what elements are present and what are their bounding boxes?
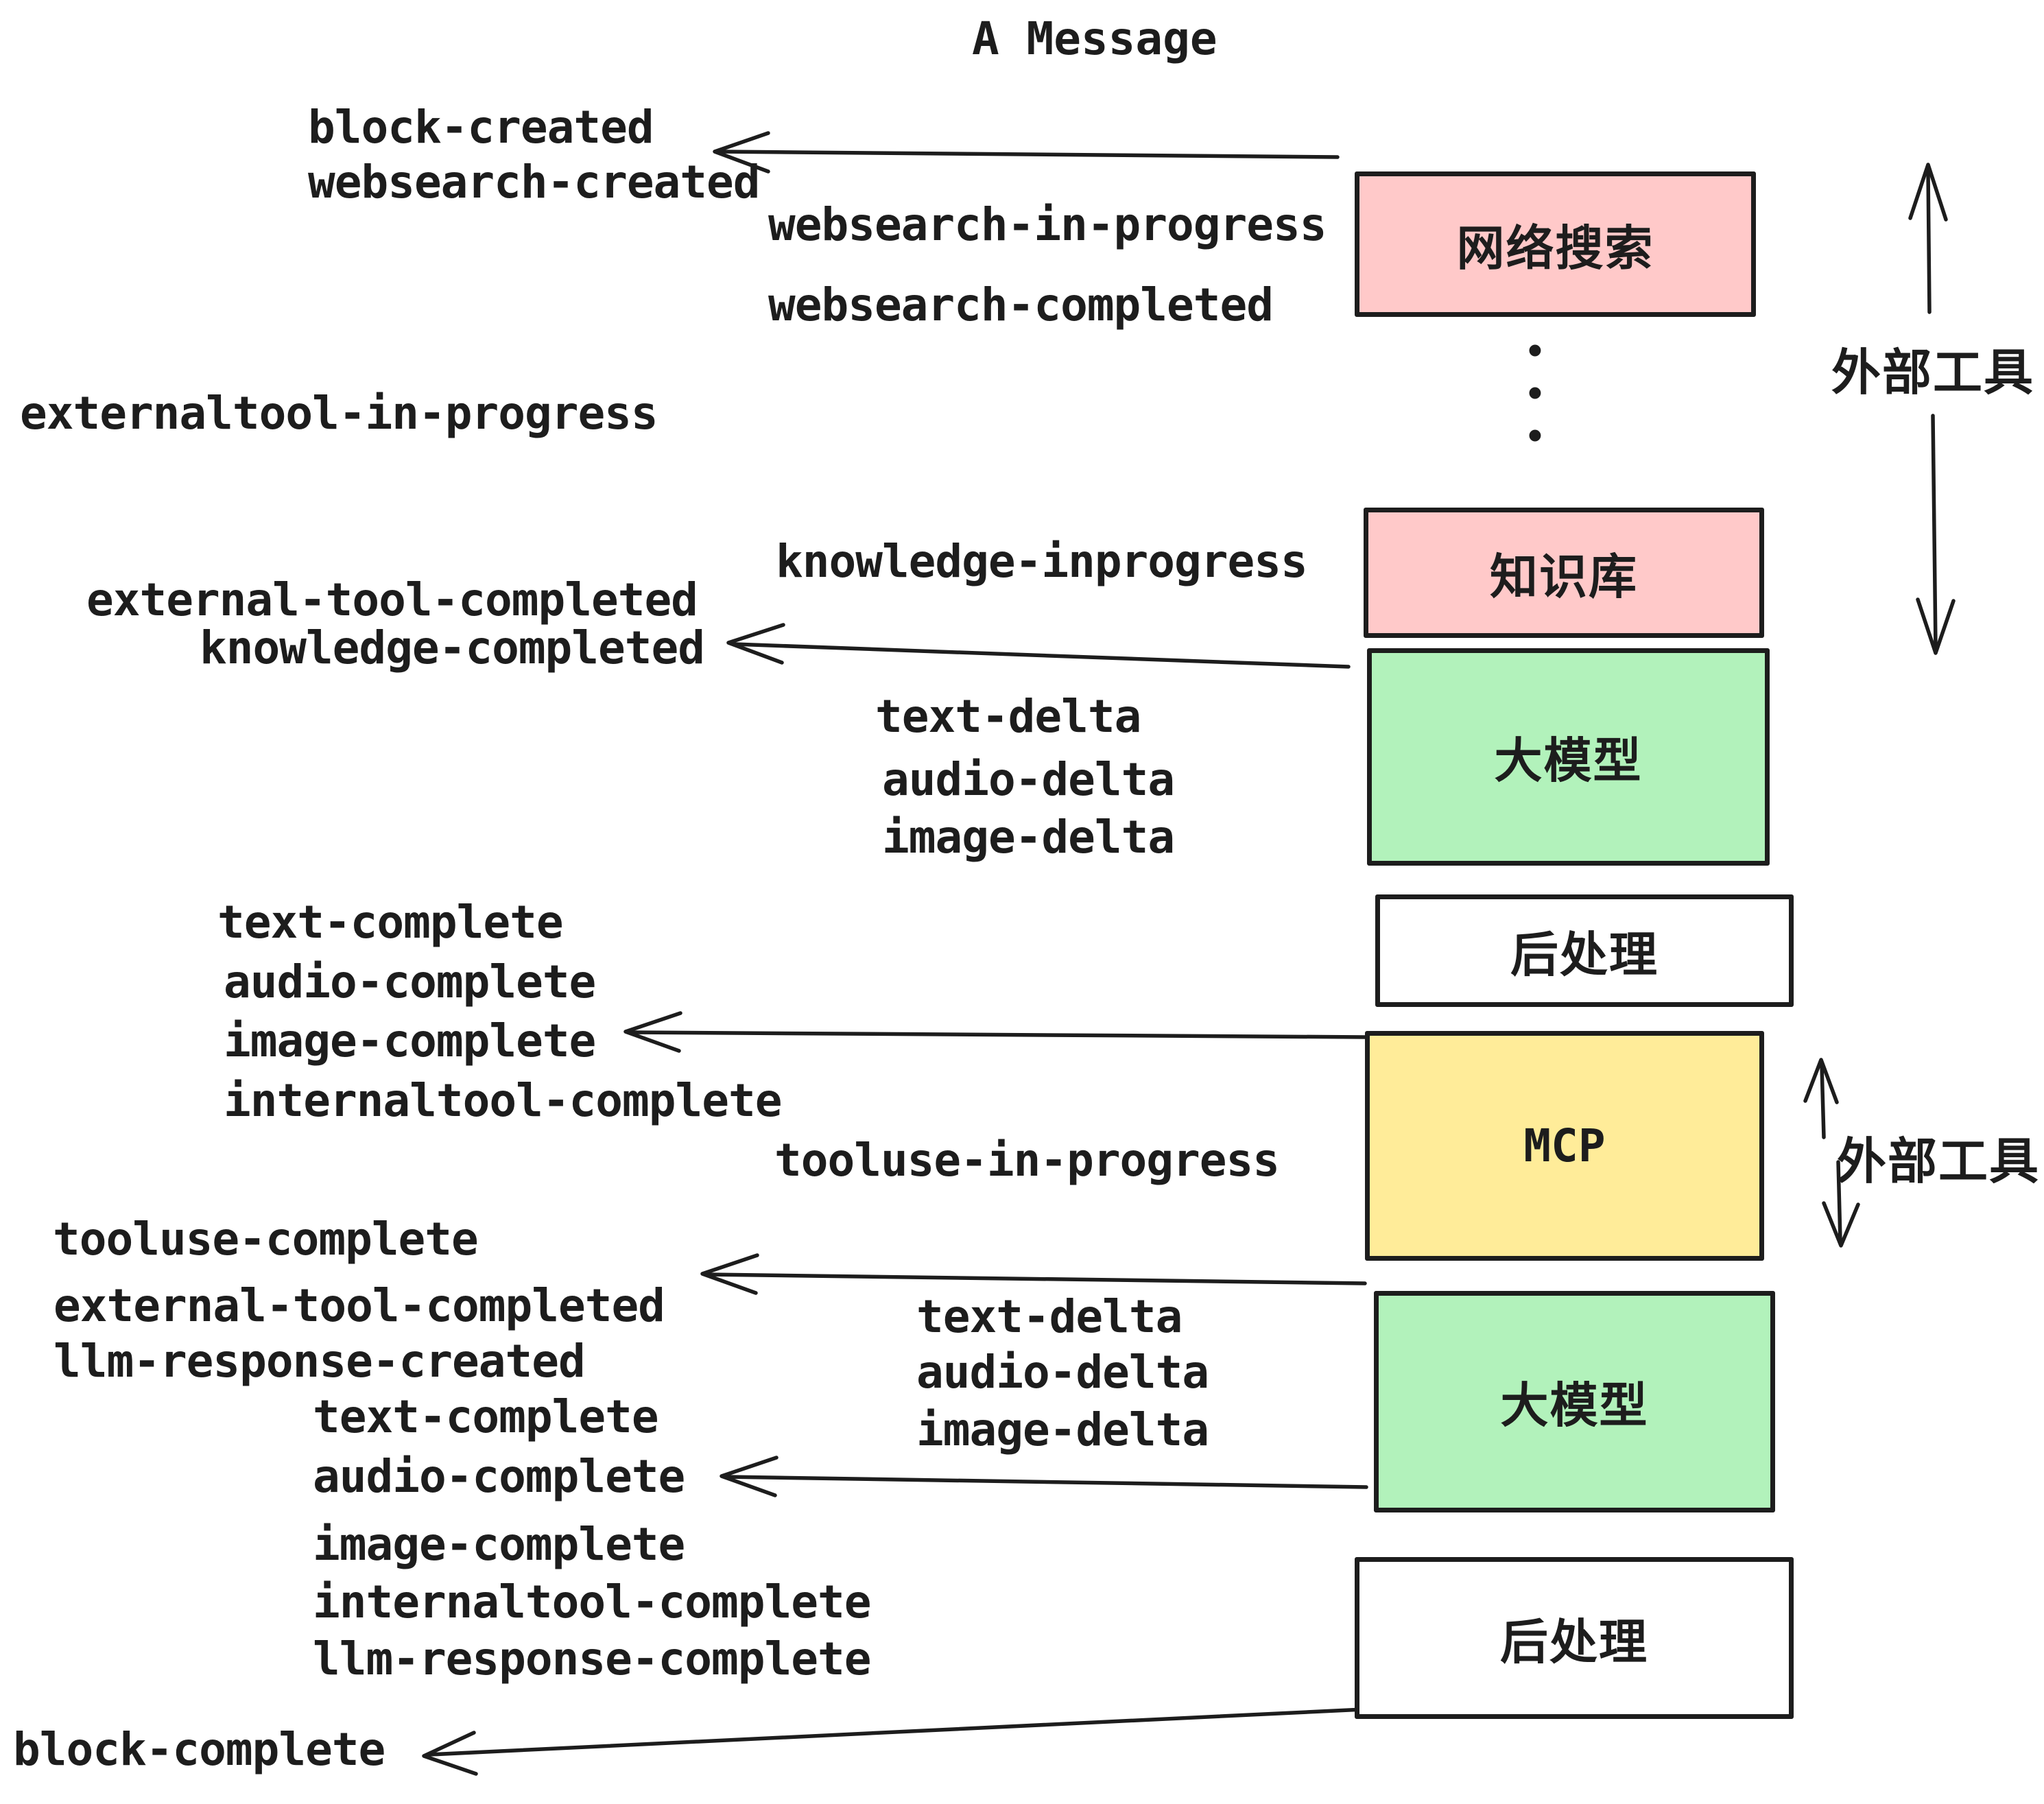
external-tools-label-top: 外部工具 xyxy=(1831,346,2035,401)
event-internaltool-complete-1: internaltool-complete xyxy=(224,1074,782,1127)
event-text-delta-1: text-delta xyxy=(875,690,1141,743)
event-external-tool-completed-2: external-tool-completed xyxy=(54,1279,665,1332)
event-audio-delta-2: audio-delta xyxy=(916,1346,1209,1399)
event-websearch-in-progress: websearch-in-progress xyxy=(768,198,1327,251)
llm-box-bottom: 大模型 xyxy=(1374,1291,1775,1512)
llm-box-top: 大模型 xyxy=(1367,648,1770,866)
event-audio-delta-1: audio-delta xyxy=(882,753,1175,806)
event-internaltool-complete-2: internaltool-complete xyxy=(313,1576,871,1628)
arrow-tooluse-complete xyxy=(700,1253,1367,1295)
vertical-ellipsis: • • • xyxy=(1525,333,1545,456)
websearch-box: 网络搜索 xyxy=(1355,171,1756,317)
event-audio-complete-1: audio-complete xyxy=(224,956,596,1008)
event-llm-response-complete: llm-response-complete xyxy=(313,1633,871,1685)
arrow-block-created xyxy=(713,131,1340,174)
event-image-complete-2: image-complete xyxy=(313,1518,685,1571)
knowledge-box-label: 知识库 xyxy=(1490,549,1638,604)
event-image-delta-1: image-delta xyxy=(882,811,1175,864)
arrow-image-complete xyxy=(623,1011,1368,1053)
event-image-complete-1: image-complete xyxy=(224,1014,596,1067)
mcp-box-label: MCP xyxy=(1523,1119,1606,1172)
diagram-title: A Message xyxy=(972,12,1217,65)
event-knowledge-inprogress: knowledge-inprogress xyxy=(776,535,1308,588)
event-text-complete-2: text-complete xyxy=(313,1390,659,1443)
event-block-created: block-created xyxy=(308,101,654,154)
postprocess-box-top: 后处理 xyxy=(1375,894,1794,1007)
knowledge-box: 知识库 xyxy=(1364,508,1764,638)
event-block-complete: block-complete xyxy=(13,1723,385,1776)
arrow-external-tools-up-top xyxy=(1908,163,1948,314)
event-tooluse-complete: tooluse-complete xyxy=(53,1213,479,1266)
postprocess-box-bottom: 后处理 xyxy=(1355,1557,1794,1719)
arrow-block-complete xyxy=(422,1707,1366,1776)
mcp-box: MCP xyxy=(1365,1031,1764,1261)
event-text-complete-1: text-complete xyxy=(217,896,564,949)
arrow-audio-complete xyxy=(720,1456,1368,1497)
arrow-external-tools-up-bottom xyxy=(1803,1058,1839,1139)
event-audio-complete-2: audio-complete xyxy=(313,1450,685,1503)
event-externaltool-in-progress: externaltool-in-progress xyxy=(20,387,658,440)
event-external-tool-completed-1: external-tool-completed xyxy=(86,573,698,626)
llm-box-top-label: 大模型 xyxy=(1494,734,1643,787)
event-image-delta-2: image-delta xyxy=(916,1403,1209,1456)
event-websearch-created: websearch-created xyxy=(308,156,761,209)
event-text-delta-2: text-delta xyxy=(916,1290,1183,1343)
arrow-knowledge-completed xyxy=(726,623,1351,669)
event-llm-response-created: llm-response-created xyxy=(54,1335,586,1388)
postprocess-box-bottom-label: 后处理 xyxy=(1500,1615,1648,1669)
external-tools-label-bottom: 外部工具 xyxy=(1837,1135,2041,1189)
event-knowledge-completed: knowledge-completed xyxy=(200,621,705,674)
postprocess-box-top-label: 后处理 xyxy=(1510,927,1659,982)
websearch-box-label: 网络搜索 xyxy=(1456,221,1654,275)
llm-box-bottom-label: 大模型 xyxy=(1500,1379,1649,1432)
event-tooluse-in-progress: tooluse-in-progress xyxy=(774,1134,1280,1187)
event-websearch-completed: websearch-completed xyxy=(768,278,1274,331)
arrow-external-tools-down-top xyxy=(1916,414,1956,655)
